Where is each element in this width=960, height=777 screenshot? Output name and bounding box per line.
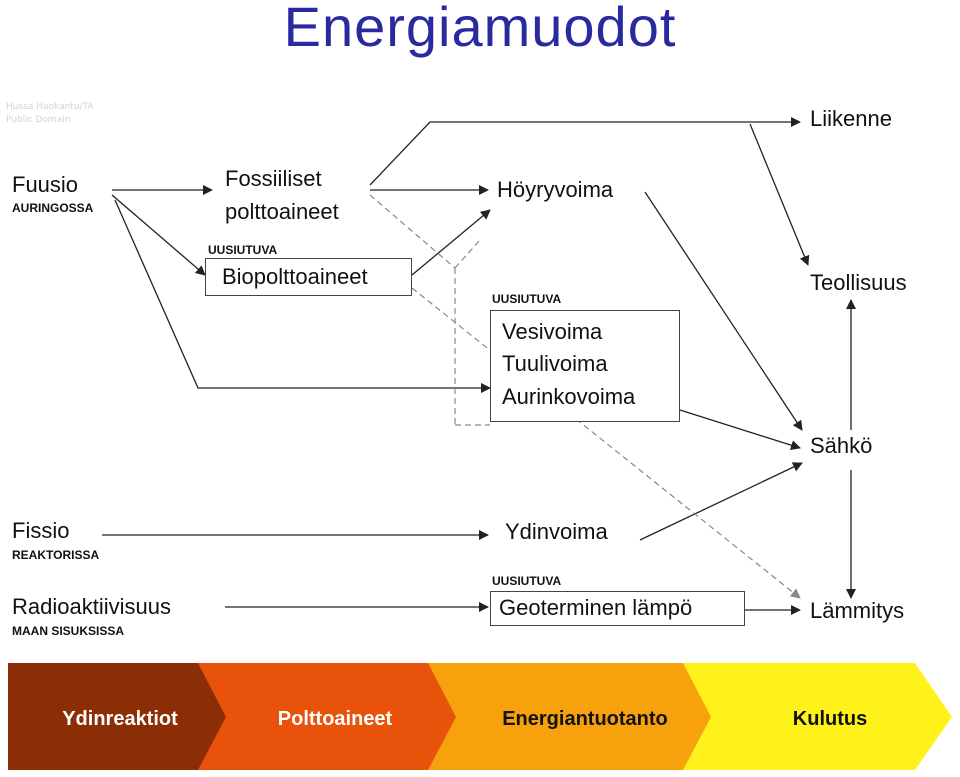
use-liikenne: Liikenne: [810, 106, 892, 131]
arrow-fuusio-bio: [111, 194, 206, 276]
stage-bar: Ydinreaktiot Polttoaineet Energiantuotan…: [8, 663, 952, 770]
prod-geo: Geoterminen lämpö: [499, 595, 693, 620]
watermark: Hussa Haokantu/TA Public Domain: [6, 101, 94, 127]
stage-arrow-kulutus: [683, 663, 952, 770]
watermark-line: Public Domain: [6, 115, 71, 125]
stage-label: Kulutus: [793, 708, 867, 730]
arrow-bio-hoyry: [411, 209, 491, 276]
arrow-renew-sahko: [679, 409, 801, 451]
stage-arrow-polttoaineet: [198, 663, 465, 770]
geo-tag: UUSIUTUVA: [492, 574, 562, 588]
prod-vesivoima: Vesivoima: [502, 319, 603, 344]
stage-arrow-energiantuotanto: [428, 663, 720, 770]
source-fissio-sub: REAKTORISSA: [12, 548, 100, 562]
stage-label: Energiantuotanto: [502, 708, 668, 730]
bio-tag: UUSIUTUVA: [208, 243, 278, 257]
page-title: Energiamuodot: [283, 0, 677, 58]
stage-arrow-ydinreaktiot: [8, 663, 232, 770]
fuel-fossil-line2: polttoaineet: [225, 199, 339, 224]
fuel-bio: Biopolttoaineet: [222, 264, 368, 289]
use-sahko: Sähkö: [810, 433, 873, 458]
fuel-fossil-line1: Fossiiliset: [225, 166, 322, 191]
watermark-line: Hussa Haokantu/TA: [6, 102, 94, 112]
bio-box: [205, 258, 412, 296]
arrow-fossil-liikenne: [369, 117, 801, 186]
use-lammitys: Lämmitys: [810, 598, 905, 623]
renew-box: [490, 310, 680, 422]
stage-label: Ydinreaktiot: [62, 708, 178, 730]
arrow-liikenne-teollisuus: [749, 123, 810, 266]
arrow-ydin-sahko: [639, 462, 803, 541]
source-radio: Radioaktiivisuus: [12, 594, 171, 619]
stage-label: Polttoaineet: [278, 708, 393, 730]
prod-aurinkovoima: Aurinkovoima: [502, 384, 636, 409]
arrow-hoyry-sahko: [644, 191, 803, 431]
source-fuusio: Fuusio: [12, 172, 79, 197]
prod-hoyry: Höyryvoima: [497, 177, 614, 202]
prod-ydinvoima: Ydinvoima: [505, 519, 608, 544]
source-fissio: Fissio: [12, 518, 70, 543]
geo-box: [490, 591, 745, 626]
arrow-fuusio-renew: [114, 199, 491, 393]
source-radio-sub: MAAN SISUKSISSA: [12, 624, 125, 638]
renew-tag: UUSIUTUVA: [492, 292, 562, 306]
use-teollisuus: Teollisuus: [810, 270, 907, 295]
source-fuusio-sub: AURINGOSSA: [12, 201, 94, 215]
prod-tuulivoima: Tuulivoima: [502, 351, 608, 376]
